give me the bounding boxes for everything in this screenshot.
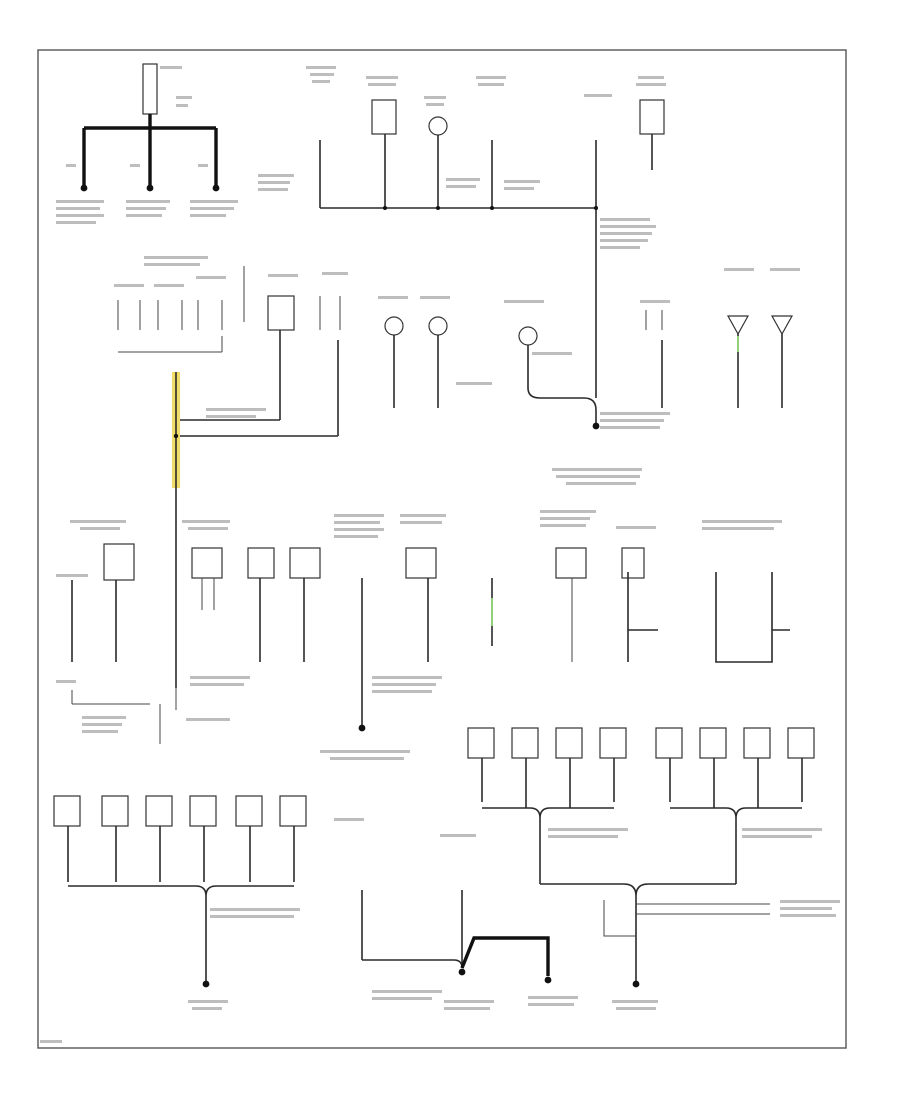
component-lamp (428, 116, 448, 136)
component-box (101, 795, 129, 827)
component-box (655, 727, 683, 759)
row2-center-lamps (384, 316, 448, 408)
component-box (145, 795, 173, 827)
component-triangle (770, 315, 794, 336)
bottom-left-cluster (53, 795, 307, 988)
component-box (621, 547, 645, 579)
ground-point (544, 976, 552, 984)
component-box (189, 795, 217, 827)
ground-point (592, 422, 600, 430)
component-box (743, 727, 771, 759)
ground-point (80, 184, 88, 192)
diagram-frame (37, 49, 847, 1049)
component-box (191, 547, 223, 579)
row2-right-components (645, 310, 794, 408)
component-box (289, 547, 321, 579)
ground-point (358, 724, 366, 732)
component-box (467, 727, 495, 759)
component-box (235, 795, 263, 827)
component-box (247, 547, 275, 579)
component-lamp (428, 316, 448, 336)
component-box (639, 99, 665, 135)
component-lamp (384, 316, 404, 336)
component-box (267, 295, 295, 331)
row3-components (71, 543, 790, 732)
component-box (555, 727, 583, 759)
highlighted-trunk (172, 372, 180, 688)
ground-point (146, 184, 154, 192)
battery-terminal (142, 63, 158, 115)
component-triangle (726, 315, 750, 336)
ground-point (202, 980, 210, 988)
component-box (405, 547, 437, 579)
bottom-right-clusters (467, 727, 815, 988)
component-box (787, 727, 815, 759)
component-box (103, 543, 135, 581)
bottom-center-components (361, 890, 552, 984)
row2-left-cluster (117, 266, 341, 437)
row3-left-ground (71, 688, 177, 744)
right-center-trunk (518, 258, 600, 430)
component-box (699, 727, 727, 759)
component-box (511, 727, 539, 759)
battery-ground-group (80, 63, 220, 192)
component-box (279, 795, 307, 827)
ground-point (212, 184, 220, 192)
ground-point (458, 968, 466, 976)
component-box (599, 727, 627, 759)
top-component-bus (319, 99, 665, 258)
component-box (371, 99, 397, 135)
component-lamp (518, 326, 538, 346)
illegible-labels (40, 66, 840, 1043)
component-box (53, 795, 81, 827)
ground-point (632, 980, 640, 988)
component-box (555, 547, 587, 579)
